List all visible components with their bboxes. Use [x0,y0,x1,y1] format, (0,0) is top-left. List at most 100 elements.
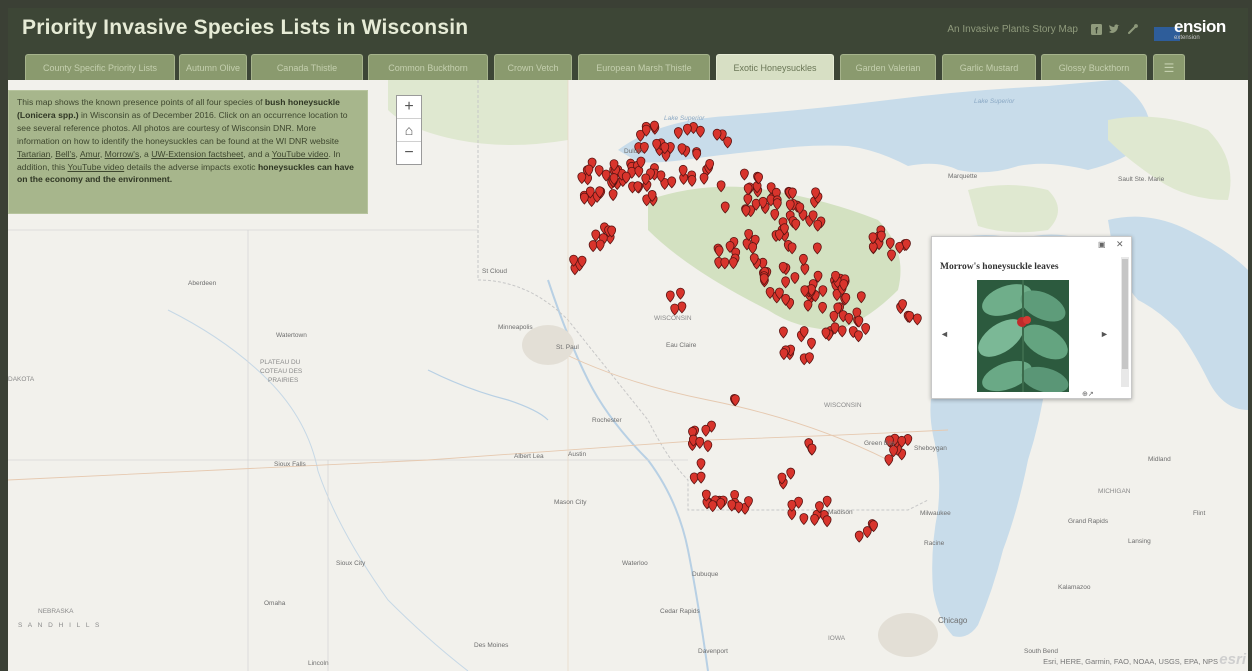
occurrence-marker[interactable] [692,148,702,161]
occurrence-marker[interactable] [743,183,753,196]
occurrence-marker[interactable] [652,138,662,151]
occurrence-marker[interactable] [781,293,791,306]
occurrence-marker[interactable] [712,128,722,141]
occurrence-marker[interactable] [725,241,735,254]
occurrence-marker[interactable] [812,242,822,255]
occurrence-marker[interactable] [822,515,832,528]
occurrence-marker[interactable] [779,326,788,339]
occurrence-marker[interactable] [714,245,724,258]
tab-common-buckthorn[interactable]: Common Buckthorn [368,54,488,80]
occurrence-marker[interactable] [862,526,872,539]
occurrence-marker[interactable] [601,169,611,182]
occurrence-marker[interactable] [778,261,788,274]
occurrence-marker[interactable] [720,201,730,214]
occurrence-marker[interactable] [641,173,651,186]
occurrence-marker[interactable] [777,472,787,485]
occurrence-marker[interactable] [831,270,840,283]
link-youtube-video-2[interactable]: YouTube video [67,161,125,172]
occurrence-marker[interactable] [811,187,820,200]
next-arrow-icon[interactable]: ► [1100,329,1109,339]
occurrence-marker[interactable] [787,242,797,255]
link-tartarian[interactable]: Tartarian [17,148,51,159]
occurrence-marker[interactable] [807,337,816,350]
maximize-icon[interactable]: ▣ [1098,240,1106,249]
occurrence-marker[interactable] [744,228,754,241]
occurrence-marker[interactable] [701,424,711,437]
occurrence-marker[interactable] [770,208,780,221]
occurrence-marker[interactable] [591,229,601,242]
occurrence-marker[interactable] [854,530,864,543]
occurrence-marker[interactable] [665,290,675,303]
occurrence-marker[interactable] [701,489,711,502]
occurrence-marker[interactable] [788,187,797,200]
occurrence-marker[interactable] [594,165,604,178]
tab-garlic-mustard[interactable]: Garlic Mustard [942,54,1036,80]
occurrence-marker[interactable] [854,315,864,328]
occurrence-marker[interactable] [727,499,737,512]
twitter-icon[interactable] [1108,23,1120,35]
occurrence-marker[interactable] [799,253,808,266]
occurrence-marker[interactable] [884,454,894,467]
tab-glossy-buckthorn[interactable]: Glossy Buckthorn [1041,54,1147,80]
occurrence-marker[interactable] [667,176,677,189]
occurrence-marker[interactable] [740,168,749,181]
occurrence-marker[interactable] [621,171,631,184]
zoom-out-button[interactable]: − [404,144,414,161]
occurrence-marker[interactable] [584,164,594,177]
occurrence-marker[interactable] [650,120,659,133]
occurrence-marker[interactable] [781,276,791,289]
occurrence-marker[interactable] [807,443,817,456]
facebook-icon[interactable]: f [1090,23,1102,35]
tab-county-lists[interactable]: County Specific Priority Lists [25,54,175,80]
occurrence-marker[interactable] [609,159,619,172]
occurrence-marker[interactable] [751,198,761,211]
occurrence-marker[interactable] [716,180,726,193]
occurrence-marker[interactable] [741,205,751,218]
occurrence-marker[interactable] [636,129,645,142]
occurrence-marker[interactable] [833,302,843,315]
occurrence-marker[interactable] [905,311,915,323]
occurrence-marker[interactable] [885,237,895,250]
occurrence-marker[interactable] [790,272,800,285]
occurrence-marker[interactable] [673,127,683,140]
link-amur[interactable]: Amur [79,148,100,159]
occurrence-marker[interactable] [677,301,687,314]
occurrence-marker[interactable] [813,270,823,283]
occurrence-marker[interactable] [608,189,618,202]
occurrence-marker[interactable] [678,164,688,177]
occurrence-marker[interactable] [640,141,649,154]
link-youtube-video[interactable]: YouTube video [271,148,329,159]
occurrence-marker[interactable] [800,285,810,298]
occurrence-marker[interactable] [696,125,705,138]
link-bells[interactable]: Bell's [55,148,76,159]
occurrence-marker[interactable] [775,287,784,300]
tab-garden-valerian[interactable]: Garden Valerian [840,54,936,80]
occurrence-marker[interactable] [579,192,589,205]
occurrence-marker[interactable] [569,254,579,267]
occurrence-marker[interactable] [705,158,715,171]
occurrence-marker[interactable] [577,255,587,268]
occurrence-marker[interactable] [636,156,646,169]
occurrence-marker[interactable] [696,471,706,484]
occurrence-marker[interactable] [785,199,795,212]
occurrence-marker[interactable] [687,174,697,187]
occurrence-marker[interactable] [787,499,797,512]
occurrence-marker[interactable] [887,249,896,262]
occurrence-marker[interactable] [779,348,789,361]
occurrence-marker[interactable] [633,181,643,194]
occurrence-marker[interactable] [609,173,619,186]
occurrence-marker[interactable] [748,242,758,255]
occurrence-marker[interactable] [803,299,813,312]
occurrence-marker[interactable] [876,230,886,243]
occurrence-marker[interactable] [656,170,666,183]
occurrence-marker[interactable] [607,225,617,238]
occurrence-marker[interactable] [813,219,823,232]
occurrence-marker[interactable] [822,495,832,508]
occurrence-marker[interactable] [699,172,709,185]
occurrence-marker[interactable] [670,303,680,316]
occurrence-marker[interactable] [641,124,651,137]
occurrence-marker[interactable] [774,229,784,242]
link-uw-factsheet[interactable]: UW-Extension factsheet [151,148,244,159]
occurrence-marker[interactable] [869,520,878,533]
tab-autumn-olive[interactable]: Autumn Olive [179,54,247,80]
